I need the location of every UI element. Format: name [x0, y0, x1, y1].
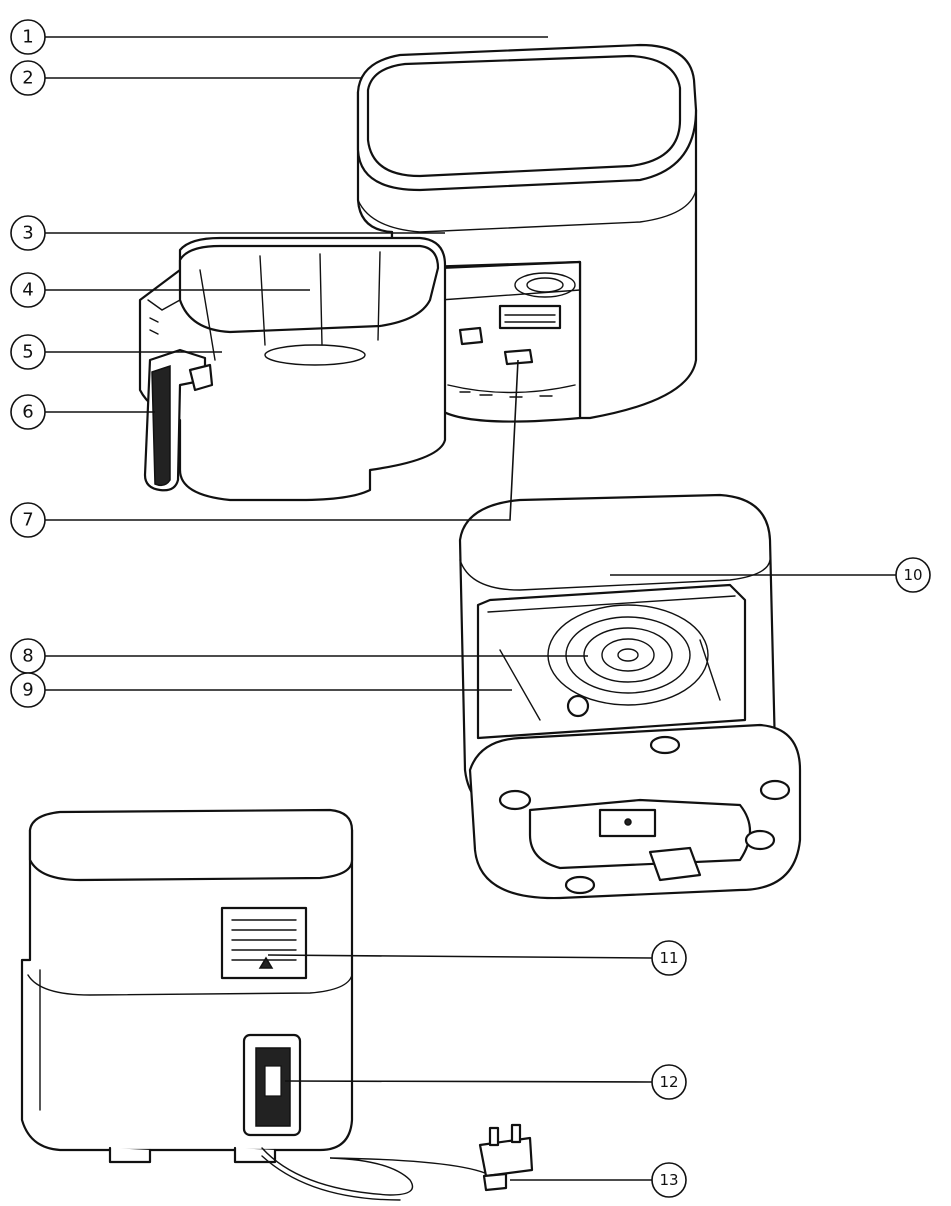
rear-unit: [20, 808, 534, 1201]
callout-3-label: 3: [22, 223, 33, 244]
callout-1: 1: [10, 19, 46, 55]
main-unit-front: [356, 43, 698, 423]
callout-6: 6: [10, 394, 46, 430]
leader-lines: [45, 36, 896, 1181]
basket: [138, 236, 447, 502]
callout-13: 13: [651, 1162, 687, 1198]
callout-7-label: 7: [22, 510, 33, 531]
callout-8-label: 8: [22, 646, 33, 667]
callout-2: 2: [10, 60, 46, 96]
callout-8: 8: [10, 638, 46, 674]
inverted-unit: [458, 493, 802, 900]
callout-7: 7: [10, 502, 46, 538]
callout-5-label: 5: [22, 342, 33, 363]
callout-10-label: 10: [903, 566, 922, 584]
callout-4-label: 4: [22, 280, 33, 301]
callout-13-label: 13: [659, 1171, 678, 1189]
callout-3: 3: [10, 215, 46, 251]
callout-12-label: 12: [659, 1073, 678, 1091]
callout-2-label: 2: [22, 68, 33, 89]
callout-9-label: 9: [22, 680, 33, 701]
callout-6-label: 6: [22, 402, 33, 423]
callout-12: 12: [651, 1064, 687, 1100]
callout-1-label: 1: [22, 27, 33, 48]
callout-9: 9: [10, 672, 46, 708]
callout-11-label: 11: [659, 949, 678, 967]
callout-11: 11: [651, 940, 687, 976]
callout-10: 10: [895, 557, 931, 593]
callout-5: 5: [10, 334, 46, 370]
callout-4: 4: [10, 272, 46, 308]
